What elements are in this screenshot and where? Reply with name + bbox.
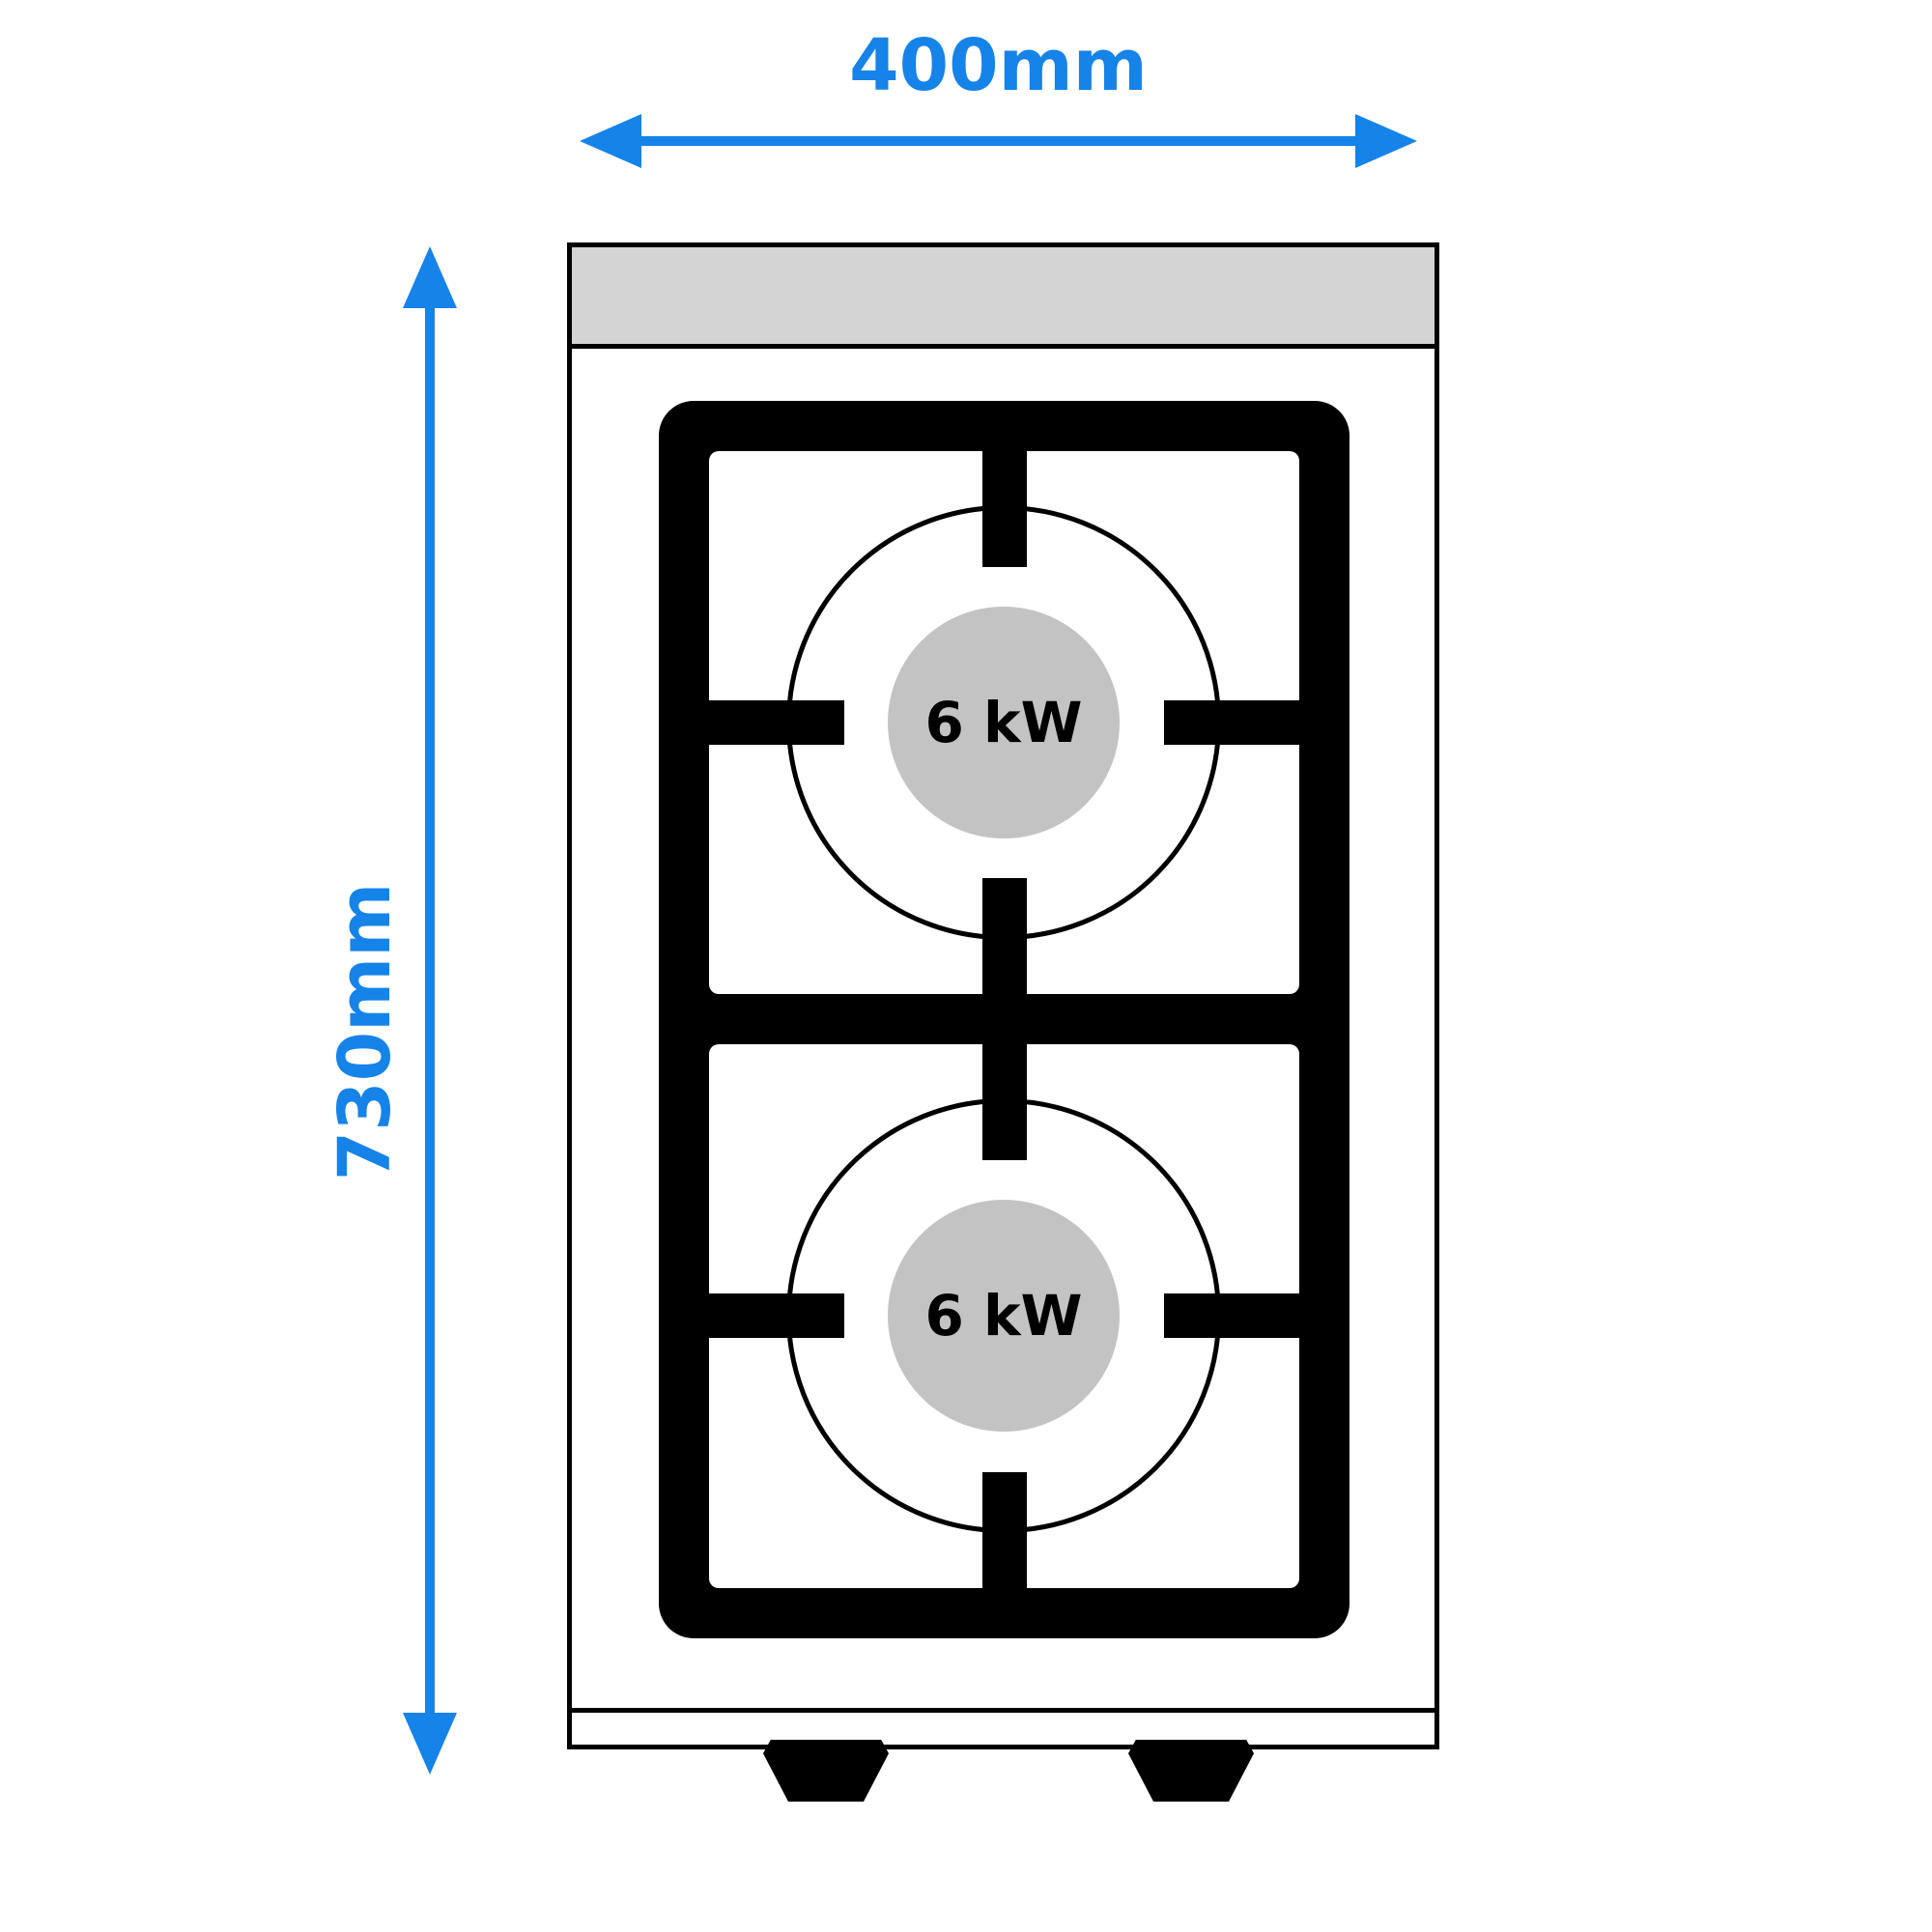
burner-bottom: 6 kW xyxy=(888,1200,1120,1432)
arrow-right-icon xyxy=(1355,114,1417,168)
dimension-line xyxy=(425,285,435,1736)
burner-cell-top: 6 kW xyxy=(709,451,1299,994)
burner-cell-bottom: 6 kW xyxy=(709,1044,1299,1588)
burner-bottom-power-label: 6 kW xyxy=(924,1283,1083,1349)
stove-front-edge xyxy=(572,1708,1435,1713)
height-dimension-arrow xyxy=(403,246,457,1775)
burner-ring-top: 6 kW xyxy=(786,505,1221,940)
stove-back-panel xyxy=(572,247,1435,349)
height-dimension-label: 730mm xyxy=(324,882,407,1181)
width-dimension-label: 400mm xyxy=(849,24,1148,107)
arrow-down-icon xyxy=(403,1713,457,1775)
control-knob-left xyxy=(763,1740,889,1802)
burner-top-power-label: 6 kW xyxy=(924,690,1083,755)
burner-top: 6 kW xyxy=(888,607,1120,838)
dimension-line xyxy=(618,136,1378,146)
control-knob-right xyxy=(1128,1740,1254,1802)
width-dimension-arrow xyxy=(580,114,1417,168)
burner-ring-bottom: 6 kW xyxy=(786,1098,1221,1533)
burner-grate: 6 kW 6 kW xyxy=(659,401,1350,1638)
